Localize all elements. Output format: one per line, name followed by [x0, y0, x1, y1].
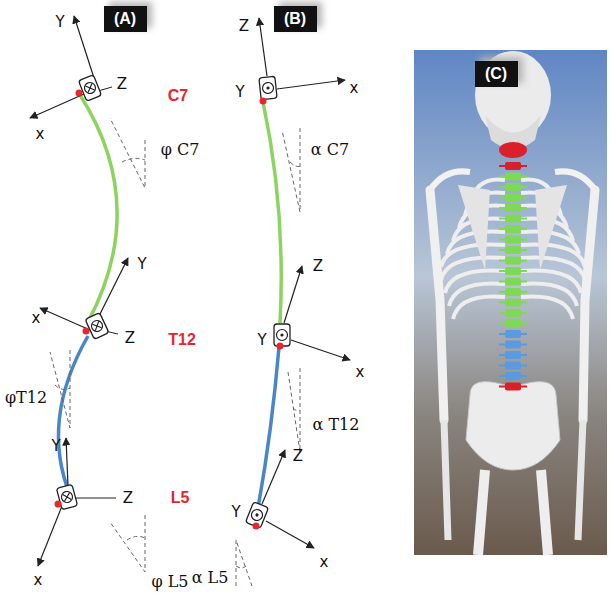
vertebra-process [499, 375, 527, 377]
axis-label: Z [239, 19, 249, 34]
angle-label: α T12 [313, 417, 360, 433]
axis-label: Y [55, 15, 64, 30]
vertebra-process [499, 197, 527, 199]
lumbar-curve [258, 347, 279, 508]
panel-tag-text: (A) [113, 10, 138, 28]
skeleton-render [414, 50, 607, 555]
vertebra-process [499, 365, 527, 367]
vertebra-process [499, 176, 527, 178]
angle-label: φT12 [5, 390, 47, 406]
axis-label: Z [117, 77, 127, 92]
angle-guides [50, 118, 145, 572]
axis-arrows [30, 16, 128, 566]
rib [453, 296, 505, 319]
panel-tag-text: (B) [283, 10, 308, 28]
angle-label: φ L5 [151, 574, 188, 590]
vertebra-process [499, 302, 527, 304]
vertebra-process [499, 386, 527, 388]
axis-label: Y [137, 257, 146, 272]
thoracic-curve [263, 102, 281, 323]
vertebra-process [499, 165, 527, 167]
angle-label: α L5 [192, 570, 229, 586]
angle-label: φ C7 [161, 142, 200, 158]
vertebra-process [499, 249, 527, 251]
vertebra-process [499, 291, 527, 293]
axis-label: x [320, 555, 329, 570]
vertebra-process [499, 323, 527, 325]
vertebra-process [499, 186, 527, 188]
axis-label: x [356, 365, 365, 380]
vertebra-process [499, 354, 527, 356]
axis-label: x [32, 311, 41, 326]
vertebra-process [499, 312, 527, 314]
axis-arrows [259, 18, 350, 548]
vertebra-process [499, 333, 527, 335]
red-dot [253, 98, 284, 530]
axis-label: Z [123, 491, 133, 506]
axis-label: Z [125, 331, 135, 346]
panel-tag-text: (C) [484, 65, 509, 83]
vertebra-label: C7 [168, 88, 188, 104]
axis-label: Y [257, 333, 266, 348]
panel-tag: (B) [274, 6, 317, 32]
axis-label: x [350, 81, 359, 96]
angle-label: α C7 [311, 142, 349, 158]
vertebra-process [499, 281, 527, 283]
sensor-symbol [78, 75, 101, 101]
vertebra-process [499, 207, 527, 209]
axis-label: Z [293, 449, 303, 464]
axis-label: x [34, 573, 43, 588]
rib [521, 296, 573, 319]
axis-label: Y [51, 439, 60, 454]
sensor-symbol [259, 76, 277, 100]
axis-label: Z [313, 259, 323, 274]
vertebra-process [499, 218, 527, 220]
vertebra-label: T12 [168, 332, 196, 348]
sensor-symbol [85, 313, 109, 340]
axis-label: x [36, 127, 45, 142]
vertebra-process [499, 228, 527, 230]
vertebra-process [499, 260, 527, 262]
panel-tag: (A) [104, 6, 147, 32]
vertebra-label: L5 [171, 490, 190, 506]
vertebra-process [499, 239, 527, 241]
lumbar-curve [58, 336, 88, 495]
vertebra-process [499, 344, 527, 346]
axis-label: Y [231, 505, 240, 520]
axis-ticks [75, 87, 118, 498]
vertebra-process [499, 270, 527, 272]
thoracic-curve [80, 95, 117, 322]
angle-guides [236, 128, 300, 586]
axis-label: Y [235, 85, 244, 100]
sensor-symbol [274, 324, 290, 346]
panel-tag: (C) [475, 61, 518, 87]
